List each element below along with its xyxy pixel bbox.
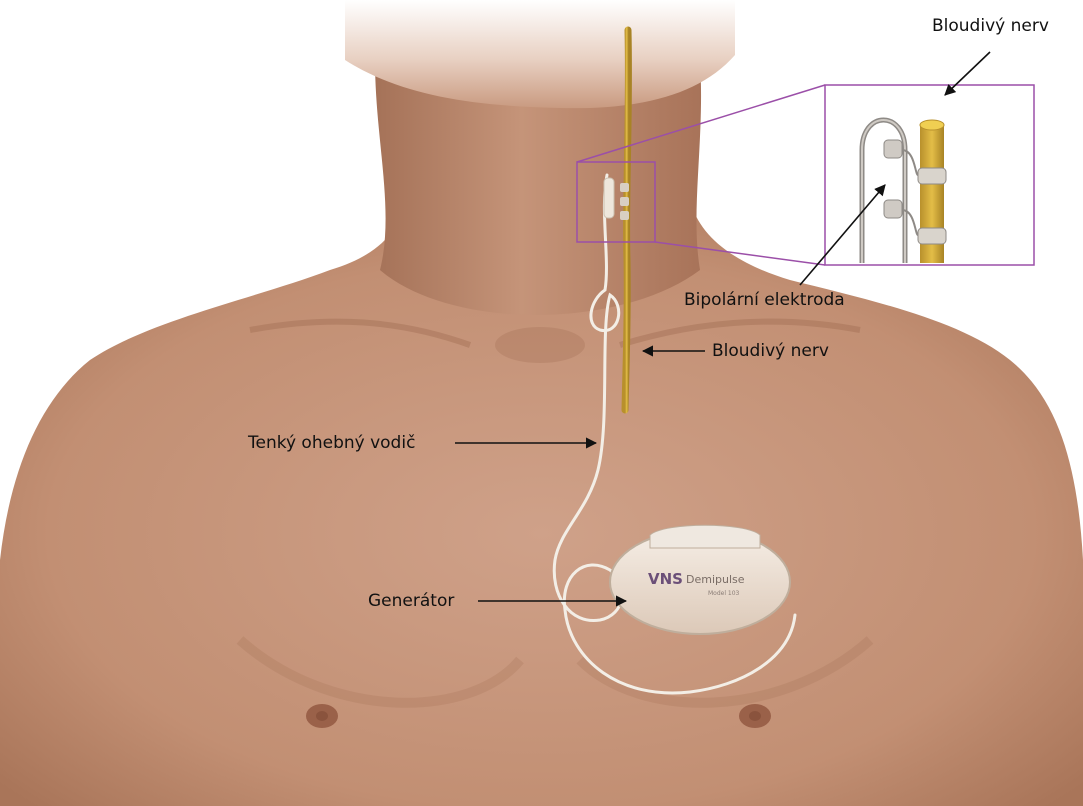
generator-brand: Demipulse <box>686 573 745 586</box>
label-vagus-nerve: Bloudivý nerv <box>712 341 829 361</box>
label-generator: Generátor <box>368 591 454 611</box>
generator-logo: VNS <box>648 570 683 588</box>
label-vagus-nerve-zoom: Bloudivý nerv <box>932 16 1049 36</box>
label-bipolar-electrode: Bipolární elektroda <box>684 290 845 310</box>
label-thin-lead: Tenký ohebný vodič <box>248 433 415 453</box>
generator-model: Model 103 <box>708 590 740 597</box>
